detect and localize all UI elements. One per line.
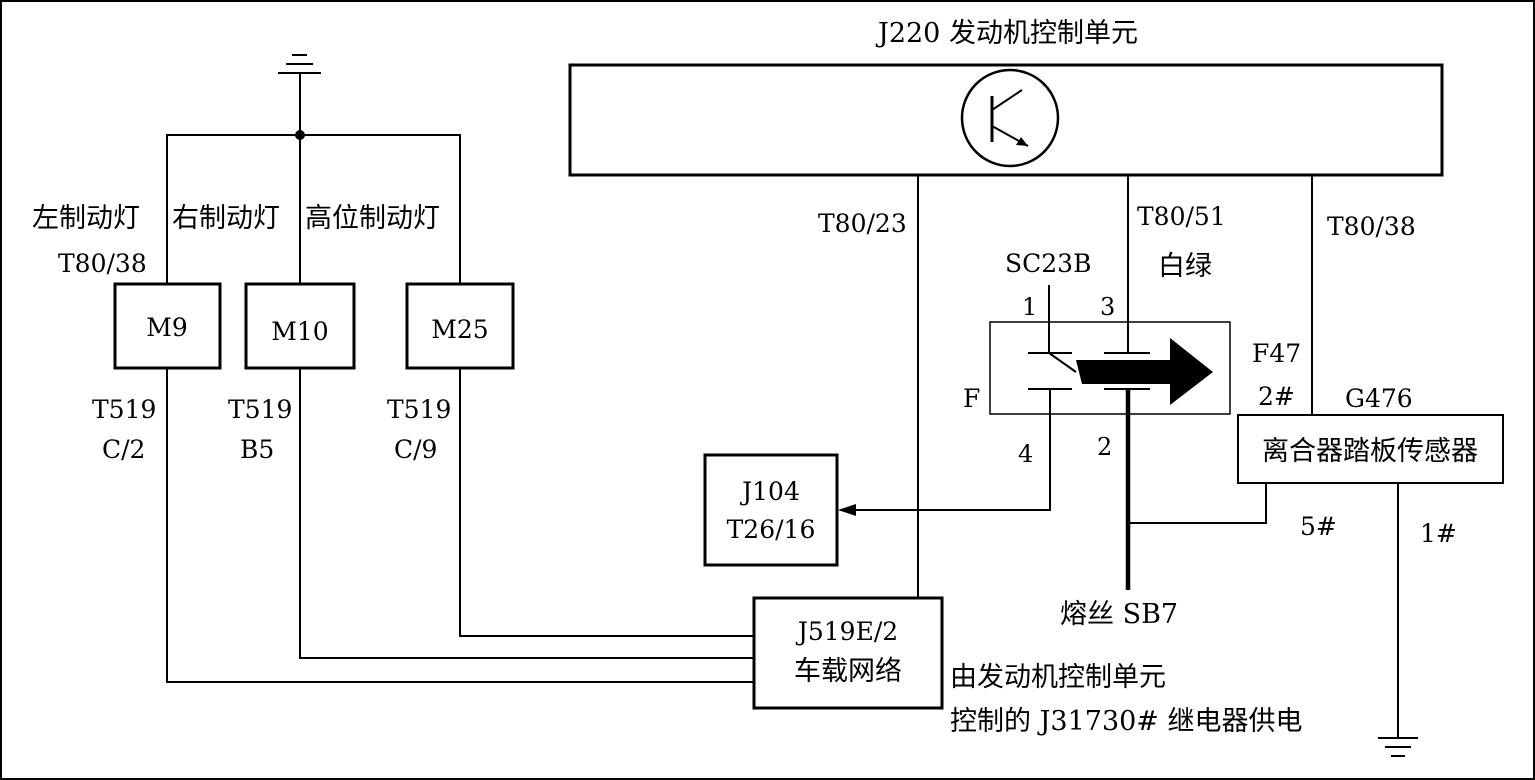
m9-pin-line1: T519 bbox=[92, 395, 156, 424]
sensor-pin-1: 1# bbox=[1420, 519, 1457, 548]
j104-box bbox=[703, 453, 839, 567]
switch-pin-1: 1 bbox=[1022, 293, 1037, 321]
m10-wire bbox=[299, 368, 754, 659]
m25-wire bbox=[459, 368, 754, 637]
sensor-pin5-wire bbox=[1128, 483, 1267, 524]
wire-color-label: 白绿 bbox=[1158, 251, 1212, 282]
module-m25-box bbox=[405, 282, 515, 370]
lamp-right-name: 右制动灯 bbox=[172, 203, 280, 234]
switch-side-label: F bbox=[963, 384, 980, 413]
ecu-pin-left: T80/23 bbox=[818, 209, 907, 238]
sensor-id: G476 bbox=[1345, 384, 1413, 413]
j104-arrowhead bbox=[838, 504, 856, 516]
switch-arm bbox=[1048, 285, 1077, 373]
j104-line1: J104 bbox=[739, 477, 800, 506]
sensor-pin-2: 2# bbox=[1258, 382, 1295, 411]
j519-box bbox=[752, 596, 944, 710]
lamp-high-name: 高位制动灯 bbox=[305, 203, 440, 234]
ground-bus-wire bbox=[166, 134, 461, 284]
power-note-line2: 控制的 J31730# 继电器供电 bbox=[950, 706, 1303, 737]
lamp-left-pin-top: T80/38 bbox=[58, 249, 147, 278]
module-m10-label: M10 bbox=[271, 317, 328, 346]
fuse-label: 熔丝 SB7 bbox=[1060, 599, 1178, 630]
lamp-left-name: 左制动灯 bbox=[32, 203, 140, 234]
power-note-line1: 由发动机控制单元 bbox=[950, 662, 1166, 693]
module-m9-label: M9 bbox=[146, 313, 188, 342]
module-m9-box bbox=[113, 282, 222, 370]
ecu-pin-middle: T80/51 bbox=[1137, 202, 1226, 231]
j104-line2: T26/16 bbox=[727, 515, 816, 544]
sensor-box bbox=[1237, 414, 1504, 484]
sensor-name: 离合器踏板传感器 bbox=[1262, 436, 1478, 467]
switch-connector-label: SC23B bbox=[1005, 249, 1091, 278]
pin4-wire bbox=[850, 389, 1051, 511]
m10-pin-line2: B5 bbox=[240, 435, 274, 464]
m10-pin-line1: T519 bbox=[228, 395, 292, 424]
sensor-pin-5: 5# bbox=[1300, 512, 1337, 541]
ecu-title: J220 发动机控制单元 bbox=[875, 18, 1138, 49]
switch-name: F47 bbox=[1252, 339, 1301, 368]
ecu-box bbox=[568, 63, 1444, 177]
ecu-pin-right: T80/38 bbox=[1327, 212, 1416, 241]
switch-pin-2: 2 bbox=[1097, 433, 1112, 461]
m9-pin-line2: C/2 bbox=[102, 435, 145, 464]
m25-pin-line2: C/9 bbox=[394, 435, 437, 464]
switch-pin-3: 3 bbox=[1100, 293, 1115, 321]
ground-symbol-bottom bbox=[1378, 737, 1418, 757]
switch-arrow-icon bbox=[1076, 338, 1213, 405]
transistor-icon bbox=[960, 68, 1060, 168]
module-m25-label: M25 bbox=[431, 315, 488, 344]
ground-symbol-top bbox=[278, 54, 321, 135]
switch-pin-4: 4 bbox=[1018, 440, 1033, 468]
j519-line2: 车载网络 bbox=[794, 656, 902, 687]
m25-pin-line1: T519 bbox=[387, 395, 451, 424]
m9-wire bbox=[166, 368, 754, 683]
j519-line1: J519E/2 bbox=[795, 617, 898, 646]
